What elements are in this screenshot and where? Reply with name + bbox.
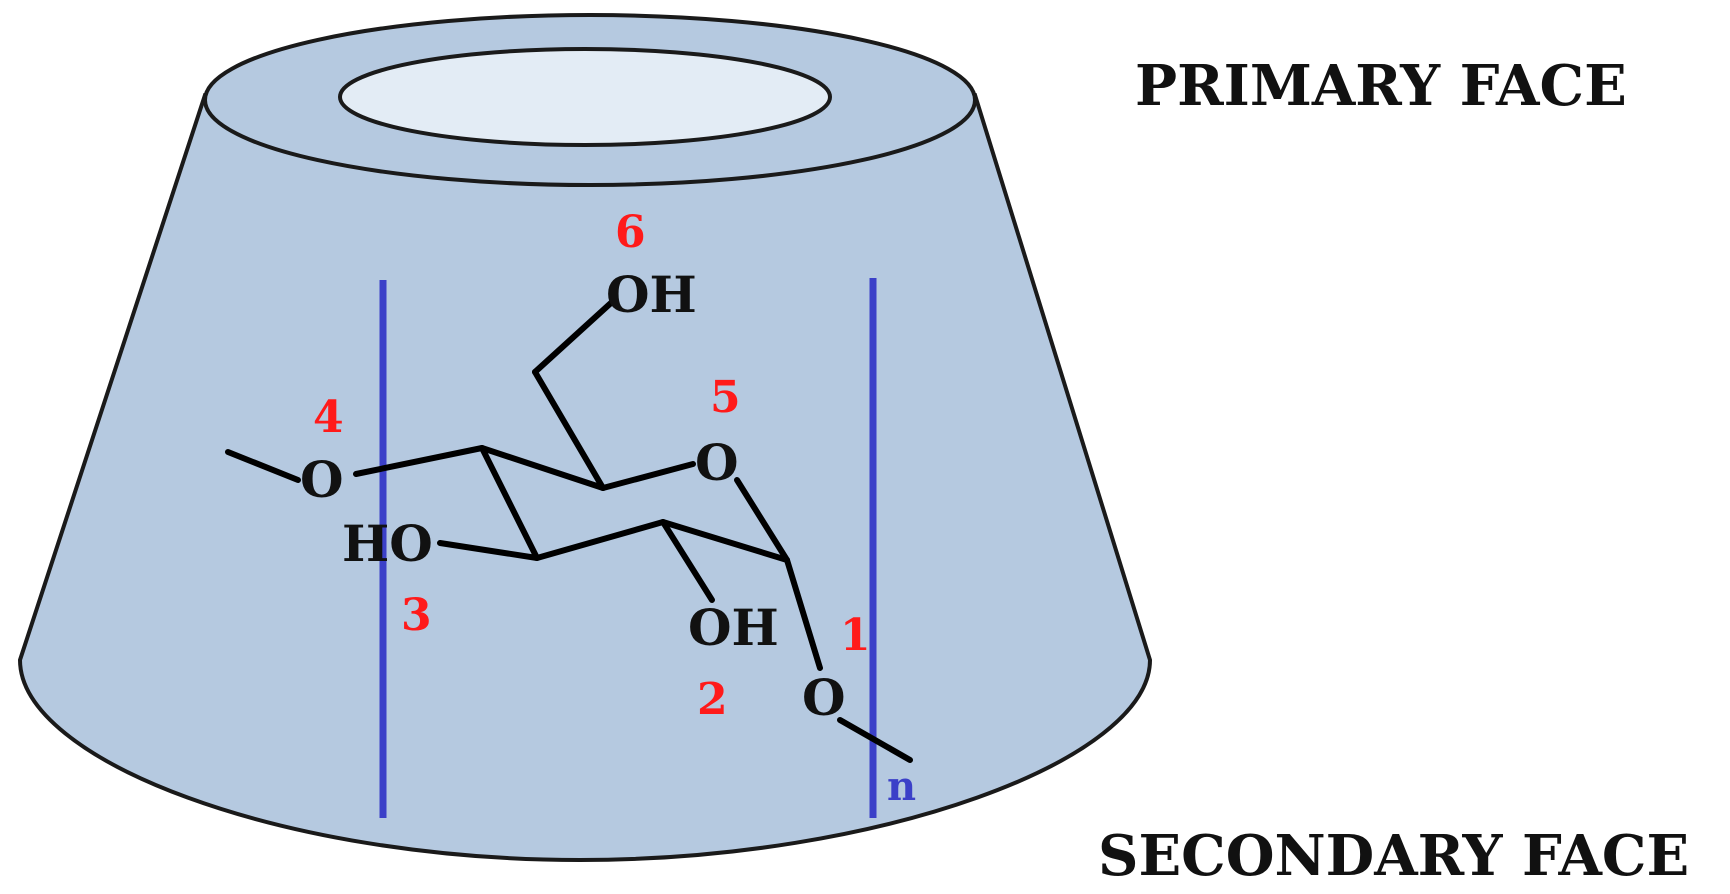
secondary-face-label: SECONDARY FACE [1098,823,1689,889]
o1-label: O [802,668,846,727]
bond-c5-o5 [600,461,696,491]
position-2: 2 [697,674,728,725]
bond-c3-c2 [534,519,666,561]
bond-c3-o3 [437,540,540,561]
position-5: 5 [710,372,741,423]
bond-c4-c5 [479,445,606,491]
bond-c2-o2 [660,519,715,603]
repeat-brackets [379,278,877,818]
repeat-subscript: n [887,763,916,810]
o4-label: O [300,450,344,509]
ho3-label: HO [342,514,433,573]
atom-labels: O O O OH HO OH n [300,265,916,810]
bond-c1-o1 [784,557,823,671]
bond-o4-c4 [353,445,485,477]
bond-c2-c1 [660,519,790,563]
oh2-label: OH [688,598,779,657]
central-cavity [338,47,832,147]
bond-o1-right [837,717,913,763]
bond-o4-left [225,449,301,483]
bond-c5-c6 [532,369,606,491]
oh6-label: OH [606,265,697,324]
bond-c4-c3 [479,445,540,561]
bond-o5-c1 [734,477,790,563]
position-numbers: 6 5 4 3 2 1 [313,207,871,725]
position-6: 6 [615,207,646,258]
bond-c6-o6 [532,299,615,375]
glucose-bonds [225,299,913,763]
truncated-cone [17,13,1153,863]
o5-label: O [695,433,739,492]
cone-body [17,93,1153,863]
position-3: 3 [401,590,432,641]
position-4: 4 [313,392,344,443]
primary-face-label: PRIMARY FACE [1135,53,1627,119]
position-1: 1 [840,610,871,661]
